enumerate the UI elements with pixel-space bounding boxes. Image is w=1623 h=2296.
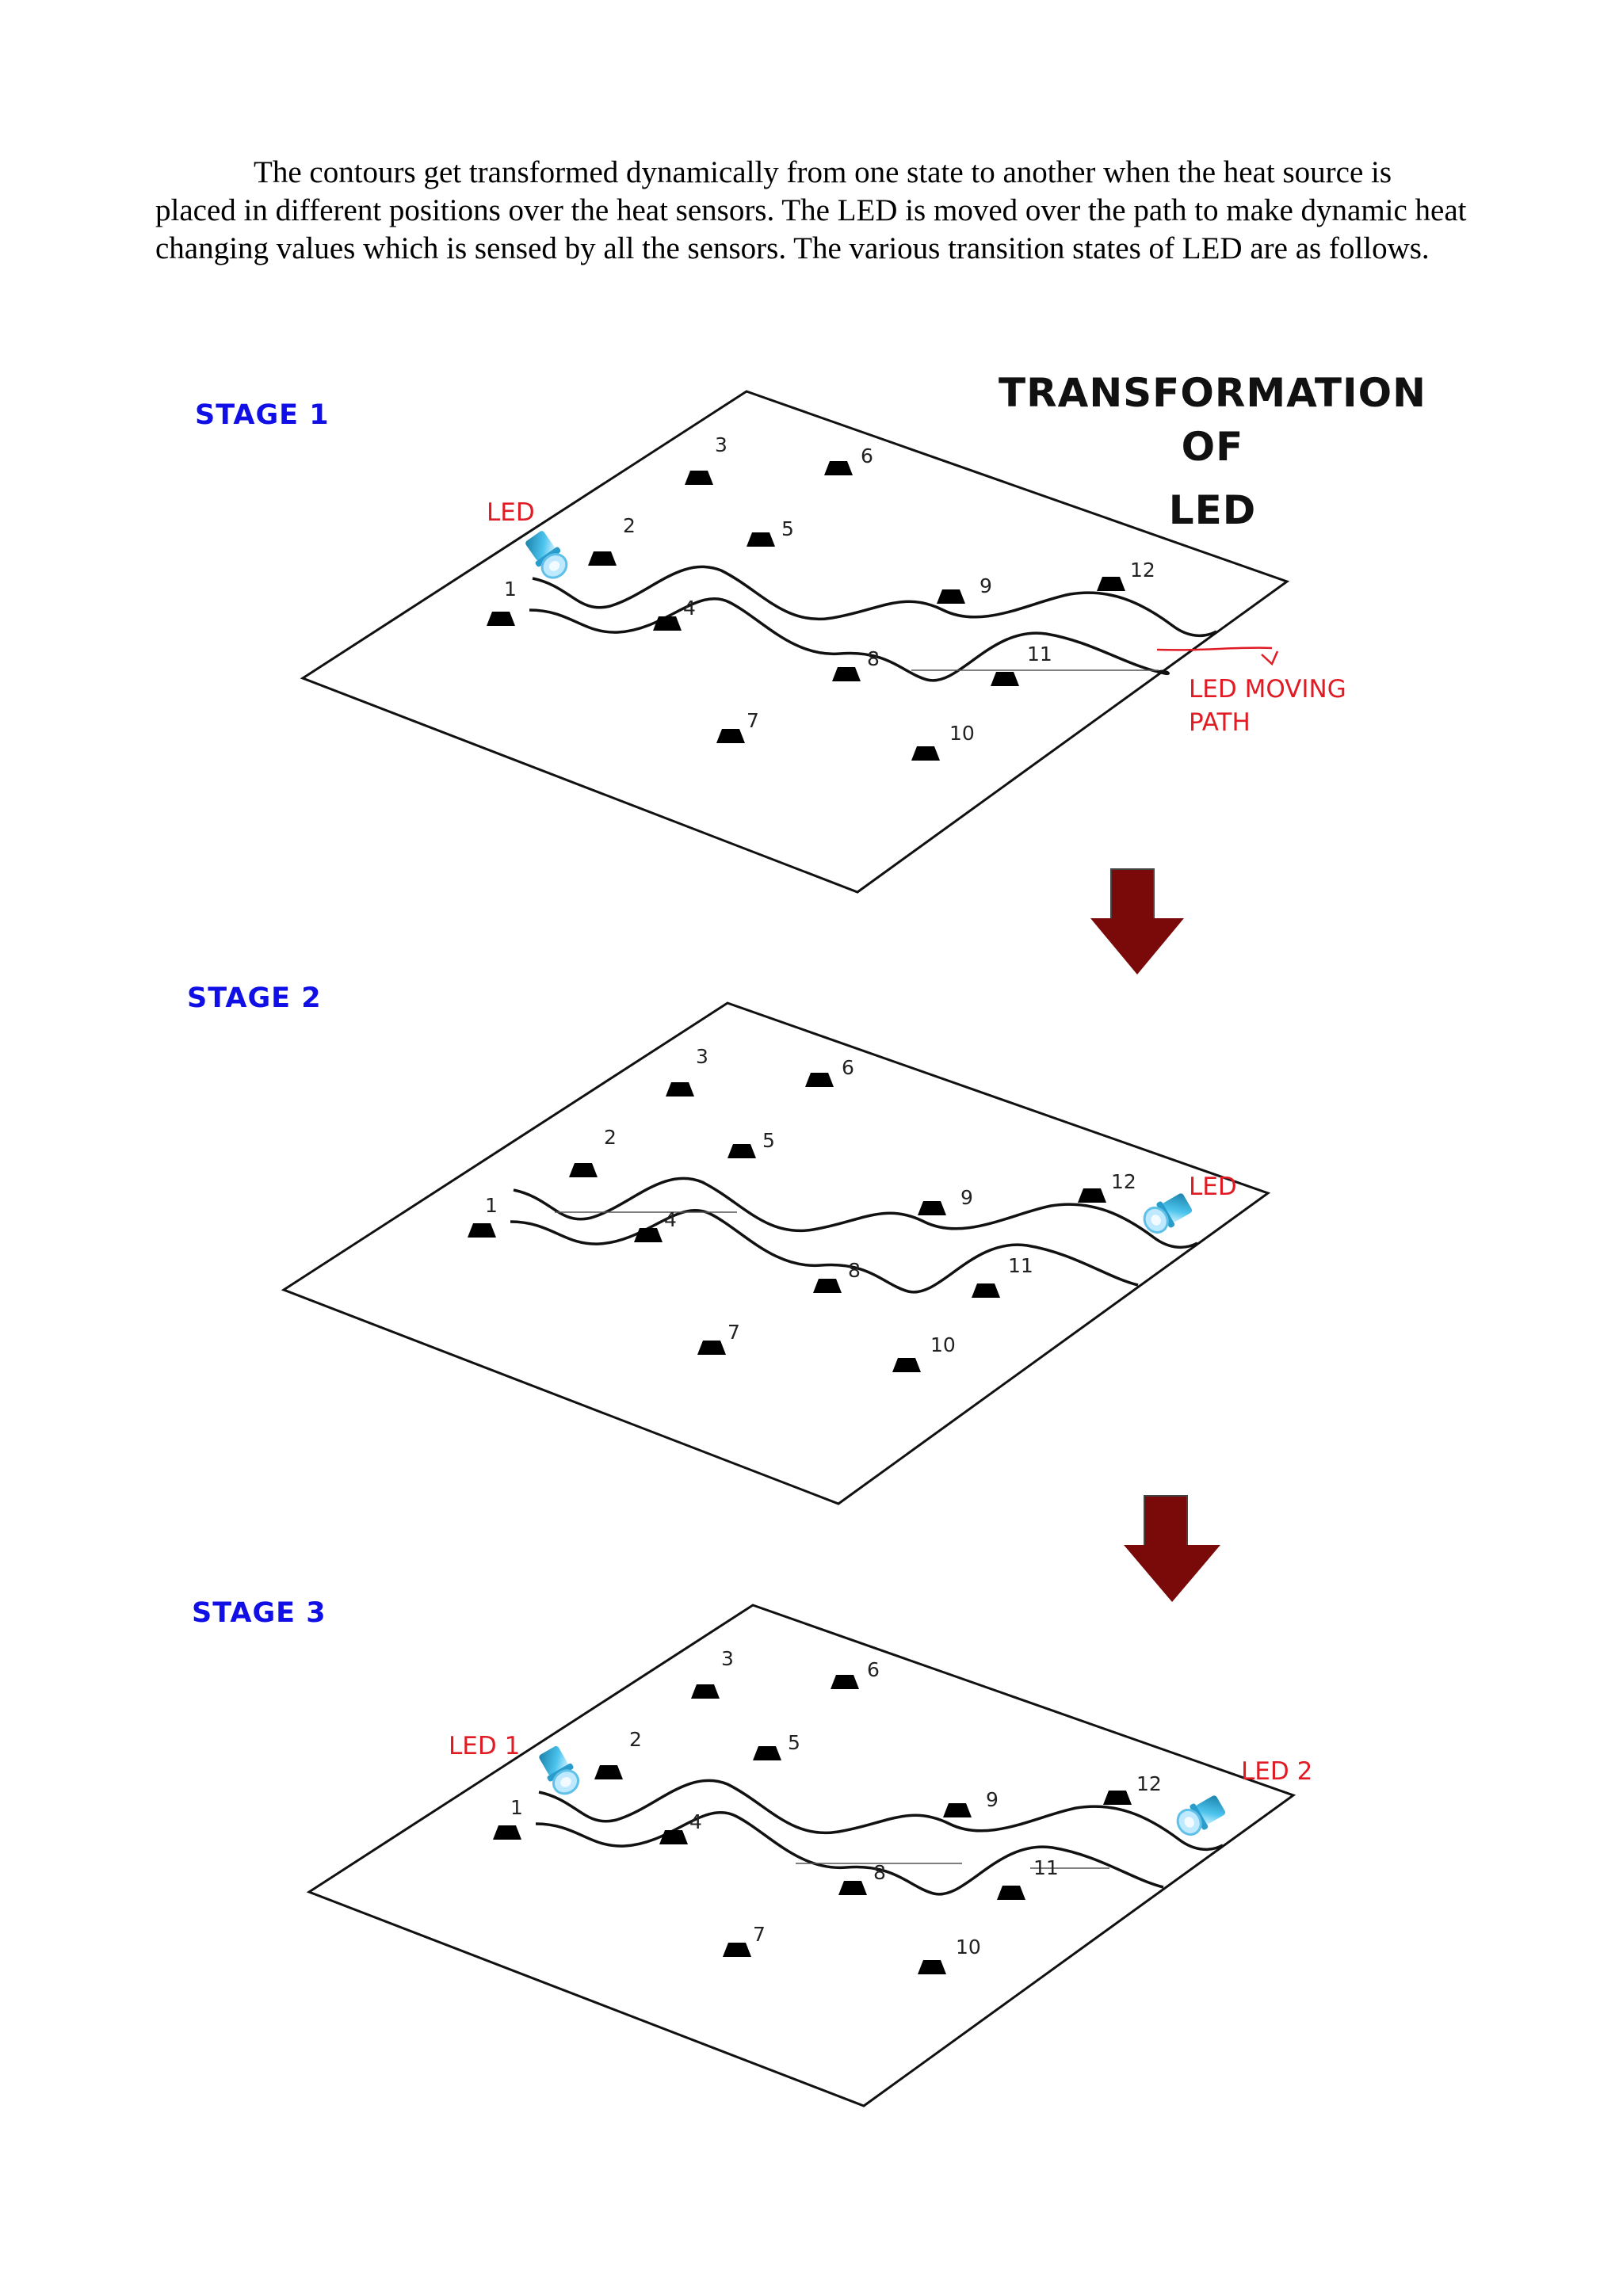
sensor-label-8: 8 [873, 1861, 886, 1884]
sensor-label-7: 7 [753, 1923, 766, 1946]
moving-path-arrowhead [1261, 650, 1279, 666]
sensor-label-5: 5 [781, 517, 794, 540]
moving-path-label-line-1: LED MOVING [1189, 675, 1346, 704]
diagram-title: TRANSFORMATION OF LED [983, 366, 1442, 537]
sensor-label-5: 5 [788, 1731, 800, 1754]
led-path-upper [532, 565, 1217, 638]
sensor-label-9: 9 [960, 1186, 973, 1209]
sensor-label-2: 2 [629, 1728, 642, 1751]
led-label: LED [1189, 1173, 1237, 1201]
stage-3-diagram: 1 2 3 4 5 6 7 8 9 10 11 12 LED 1 LED 2 [306, 1604, 1312, 2107]
sensor-label-3: 3 [696, 1045, 708, 1068]
sensor-label-12: 12 [1130, 559, 1155, 582]
title-line-1: TRANSFORMATION [999, 370, 1426, 416]
led-path-lower [535, 1810, 1164, 1896]
sensor-label-1: 1 [485, 1194, 498, 1217]
sensor-label-7: 7 [747, 709, 759, 732]
title-line-2: OF [1181, 424, 1244, 470]
sensor-label-1: 1 [504, 578, 517, 601]
led-2-label: LED 2 [1241, 1757, 1312, 1786]
stage-1-diagram: 1 2 3 4 5 6 7 8 9 10 11 12 LED LED MOVIN… [300, 390, 1346, 894]
moving-path-arrow [1156, 646, 1273, 651]
sensor-label-3: 3 [721, 1647, 734, 1670]
led-path-lower [529, 597, 1170, 682]
led-1-label: LED 1 [449, 1732, 520, 1760]
sensor-board [306, 1604, 1296, 2107]
stage-2-label: STAGE 2 [187, 982, 322, 1014]
sensor-label-8: 8 [867, 647, 880, 670]
sensor-label-4: 4 [683, 597, 696, 620]
stage-2-diagram: 1 2 3 4 5 6 7 8 9 10 11 12 LED [281, 1001, 1271, 1505]
sensor-label-10: 10 [956, 1936, 981, 1958]
sensor-label-8: 8 [848, 1259, 861, 1282]
sensor-label-11: 11 [1008, 1254, 1033, 1277]
moving-path-label-line-2: PATH [1189, 708, 1251, 737]
sensor-label-11: 11 [1033, 1856, 1059, 1879]
led-path-upper [513, 1177, 1198, 1249]
sensor-label-4: 4 [664, 1208, 677, 1231]
sensor-label-6: 6 [842, 1056, 854, 1079]
sensor-label-10: 10 [930, 1333, 956, 1356]
sensor-label-5: 5 [762, 1129, 775, 1152]
down-arrow-icon [1124, 1495, 1220, 1602]
sensor-board [281, 1001, 1271, 1505]
led-path-upper [538, 1779, 1224, 1852]
sensor-label-3: 3 [715, 433, 727, 456]
sensor-label-9: 9 [986, 1788, 999, 1811]
down-arrow-icon [1090, 868, 1184, 974]
sensor-label-7: 7 [727, 1321, 740, 1344]
stage-3-label: STAGE 3 [192, 1597, 327, 1629]
sensor-label-2: 2 [604, 1126, 617, 1149]
stage-1-label: STAGE 1 [195, 399, 330, 431]
reference-line [796, 1863, 1109, 1869]
led-path-lower [510, 1208, 1139, 1294]
sensor-label-2: 2 [623, 514, 636, 537]
sensor-label-10: 10 [949, 722, 975, 745]
sensor-label-9: 9 [980, 574, 992, 597]
sensor-label-4: 4 [689, 1810, 702, 1833]
intro-paragraph: The contours get transformed dynamically… [155, 155, 1467, 265]
sensor-label-12: 12 [1136, 1772, 1162, 1795]
sensor-label-6: 6 [867, 1658, 880, 1681]
sensor-board [300, 390, 1290, 894]
title-line-3: LED [1168, 487, 1257, 533]
sensor-label-1: 1 [510, 1796, 523, 1819]
led-label: LED [487, 498, 535, 527]
sensor-label-6: 6 [861, 444, 873, 467]
sensor-label-11: 11 [1027, 643, 1052, 666]
sensor-label-12: 12 [1111, 1170, 1136, 1193]
